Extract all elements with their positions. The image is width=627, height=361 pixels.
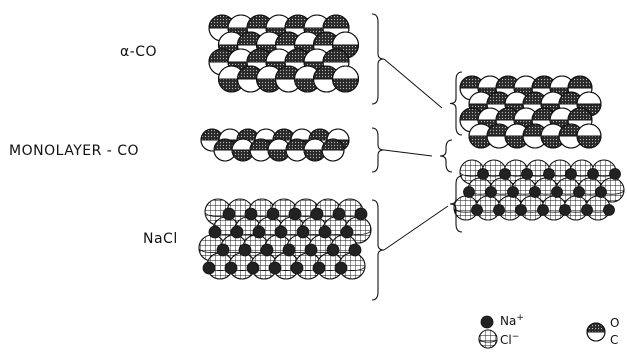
legend-cl-label: Cl− bbox=[500, 332, 520, 347]
sodium-ion bbox=[493, 204, 505, 216]
monolayer-co-model bbox=[200, 128, 350, 162]
co-molecule bbox=[540, 123, 566, 149]
sodium-ion bbox=[296, 225, 310, 239]
sodium-ion bbox=[565, 168, 577, 180]
sodium-ion bbox=[208, 225, 222, 239]
braces-and-connectors bbox=[371, 13, 463, 301]
curly-brace bbox=[371, 127, 385, 173]
co-molecule bbox=[586, 322, 606, 342]
sodium-ion bbox=[543, 168, 555, 180]
sodium-ion bbox=[348, 243, 362, 257]
sodium-ion bbox=[340, 225, 354, 239]
sodium-ion bbox=[332, 207, 346, 221]
sodium-ion bbox=[485, 186, 497, 198]
sodium-ion bbox=[326, 243, 340, 257]
sodium-ion bbox=[463, 186, 475, 198]
sodium-ion bbox=[282, 243, 296, 257]
sodium-ion bbox=[587, 168, 599, 180]
connector-line bbox=[383, 58, 443, 109]
sodium-ion bbox=[480, 315, 494, 329]
sodium-ion bbox=[507, 186, 519, 198]
sodium-ion bbox=[246, 261, 260, 275]
nacl-label: NaCl bbox=[143, 231, 178, 247]
co-molecule bbox=[321, 138, 345, 162]
sodium-ion bbox=[471, 204, 483, 216]
co-molecule bbox=[231, 138, 255, 162]
sodium-ion bbox=[334, 261, 348, 275]
sodium-ion bbox=[551, 186, 563, 198]
curly-brace bbox=[371, 13, 385, 105]
sodium-ion bbox=[238, 243, 252, 257]
sodium-ion bbox=[268, 261, 282, 275]
sodium-ion bbox=[354, 207, 368, 221]
sodium-ion bbox=[288, 207, 302, 221]
sodium-ion bbox=[515, 204, 527, 216]
sodium-ion bbox=[609, 168, 621, 180]
combined-structure-model bbox=[453, 75, 625, 221]
sodium-ion bbox=[260, 243, 274, 257]
alpha-co-label: α-CO bbox=[120, 44, 158, 60]
sodium-ion bbox=[222, 207, 236, 221]
sodium-ion bbox=[521, 168, 533, 180]
sodium-ion bbox=[603, 204, 615, 216]
sodium-ion bbox=[290, 261, 304, 275]
sodium-ion bbox=[537, 204, 549, 216]
co-molecule bbox=[576, 123, 602, 149]
sodium-ion bbox=[312, 261, 326, 275]
sodium-ion bbox=[244, 207, 258, 221]
co-molecule bbox=[213, 138, 237, 162]
curly-brace bbox=[439, 139, 453, 173]
curly-brace bbox=[449, 71, 463, 136]
sodium-ion bbox=[252, 225, 266, 239]
legend-na-label: Na+ bbox=[500, 313, 524, 328]
co-molecule bbox=[331, 65, 360, 93]
sodium-ion bbox=[499, 168, 511, 180]
sodium-ion bbox=[216, 243, 230, 257]
curly-brace bbox=[449, 175, 463, 233]
chloride-ion bbox=[478, 329, 498, 349]
connector-line bbox=[383, 205, 449, 251]
sodium-ion bbox=[477, 168, 489, 180]
sodium-ion bbox=[310, 207, 324, 221]
sodium-ion bbox=[318, 225, 332, 239]
legend-c-label: C bbox=[610, 333, 619, 347]
co-molecule bbox=[303, 138, 327, 162]
sodium-ion bbox=[529, 186, 541, 198]
sodium-ion bbox=[202, 261, 216, 275]
nacl-substrate-model bbox=[198, 198, 372, 280]
sodium-ion bbox=[304, 243, 318, 257]
legend-symbols bbox=[478, 315, 606, 349]
connector-line bbox=[383, 149, 433, 157]
sodium-ion bbox=[274, 225, 288, 239]
curly-brace bbox=[371, 199, 385, 301]
sodium-ion bbox=[230, 225, 244, 239]
sodium-ion bbox=[224, 261, 238, 275]
monolayer-co-label: MONOLAYER - CO bbox=[9, 143, 140, 159]
sodium-ion bbox=[595, 186, 607, 198]
sodium-ion bbox=[559, 204, 571, 216]
legend-o-label: O bbox=[610, 316, 620, 330]
alpha-co-layer-model bbox=[208, 14, 360, 93]
sodium-ion bbox=[581, 204, 593, 216]
sodium-ion bbox=[266, 207, 280, 221]
sodium-ion bbox=[573, 186, 585, 198]
co-molecule bbox=[312, 65, 341, 93]
